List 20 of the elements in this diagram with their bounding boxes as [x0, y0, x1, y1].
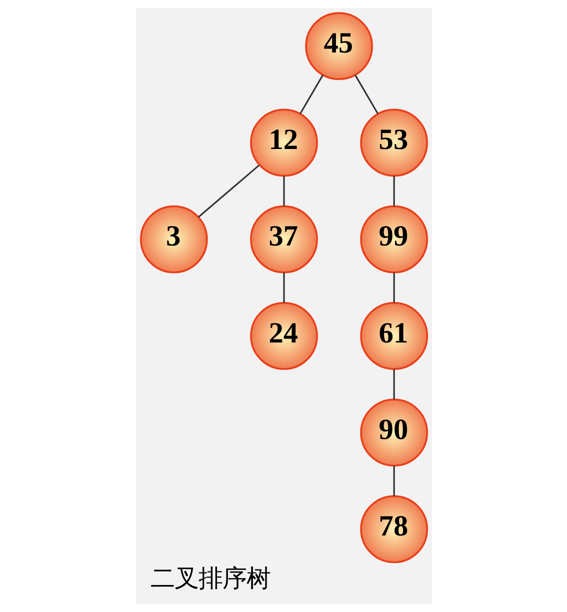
node-circle: 53 — [360, 108, 428, 177]
node-circle: 99 — [360, 205, 428, 274]
connector — [354, 74, 378, 114]
connector — [392, 176, 394, 206]
node-circle: 45 — [304, 12, 372, 80]
connector — [392, 272, 394, 303]
connector — [392, 369, 394, 400]
node-circle: 78 — [360, 495, 428, 564]
connector — [299, 74, 323, 114]
node-circle: 3 — [139, 205, 208, 274]
node-circle: 24 — [250, 302, 318, 370]
node-circle: 12 — [250, 108, 318, 177]
node-circle: 61 — [360, 302, 428, 370]
caption: 二叉排序树 — [150, 566, 270, 593]
connector — [282, 272, 284, 303]
connector — [197, 164, 260, 218]
node-circle: 90 — [360, 398, 428, 467]
connector — [282, 176, 284, 206]
node-circle: 37 — [250, 205, 318, 274]
connector — [392, 466, 394, 496]
